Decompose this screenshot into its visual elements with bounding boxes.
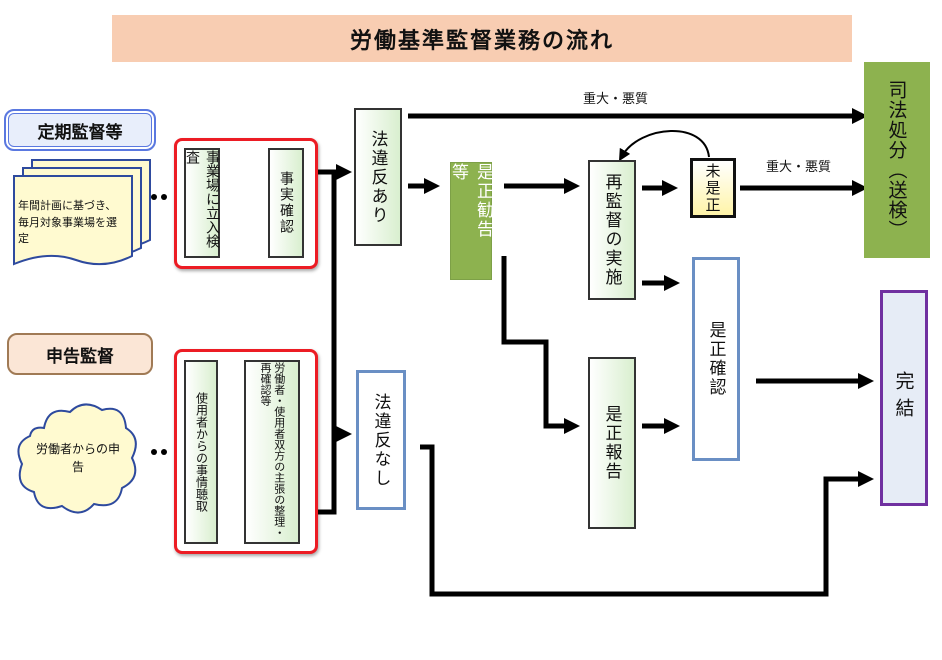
- node-zesei-houkoku: 是正報告: [588, 357, 636, 529]
- node-houihan-nashi: 法違反なし: [356, 370, 406, 510]
- node-zesei-kakunin: 是正確認: [692, 257, 740, 461]
- dots-shinkoku: [151, 449, 167, 455]
- node-tachiiri-kensa: 事業場に立入検査: [184, 148, 220, 258]
- node-saikantoku-jisshi: 再監督の実施: [588, 160, 636, 300]
- document-stack-icon: [13, 159, 151, 266]
- dots-teiki: [151, 194, 167, 200]
- loop-arrow-mizesei-saikantoku: [618, 130, 710, 162]
- page-title: 労働基準監督業務の流れ: [112, 15, 852, 62]
- node-jijitsu-kakunin: 事実確認: [268, 148, 304, 258]
- node-jijou-choushu: 使用者からの事情聴取: [184, 360, 218, 544]
- label-teiki-kantoku: 定期監督等: [4, 109, 156, 151]
- node-mizesei: 未是正: [690, 158, 736, 218]
- connector-nashi-kanketsu: [420, 444, 875, 597]
- connector-to-zesei-houkoku: [501, 256, 581, 435]
- node-kanketsu: 完結: [880, 290, 928, 506]
- node-zesei-kankoku: 是正勧告 等: [448, 162, 493, 280]
- label-shinkoku-kantoku: 申告監督: [7, 333, 153, 375]
- node-houihan-ari: 法違反あり: [354, 108, 402, 246]
- label-juudai-akushitsu-mid: 重大・悪質: [766, 160, 832, 175]
- nenkan-keikaku-text: 年間計画に基づき、毎月対象事業場を選定: [18, 199, 117, 245]
- node-shihou-shobun: 司法処分（送検）: [864, 62, 930, 258]
- roudousha-shinkoku-text: 労働者からの申告: [35, 442, 120, 474]
- connector-merge: [318, 169, 337, 515]
- label-juudai-akushitsu-top: 重大・悪質: [583, 92, 649, 107]
- node-shuchou-seiri: 労働者・使用者双方の主張の整理・再確認等: [244, 360, 300, 544]
- cloud-icon: [17, 403, 137, 514]
